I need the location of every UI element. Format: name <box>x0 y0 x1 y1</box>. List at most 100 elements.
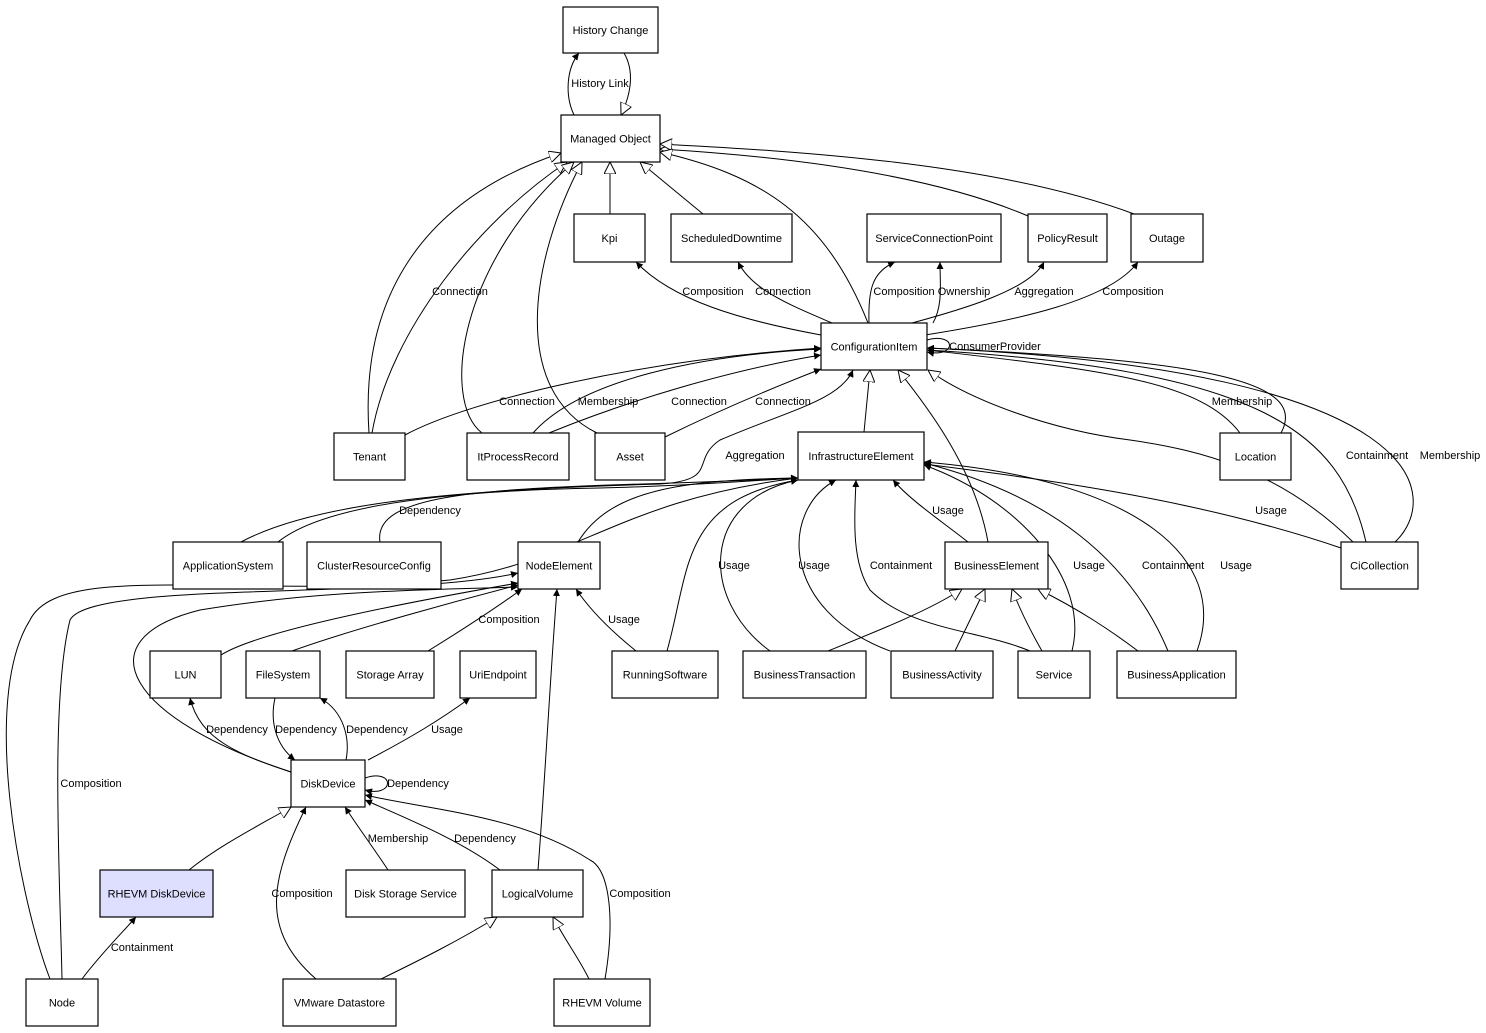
node-label: VMware Datastore <box>294 998 385 1010</box>
node-box[interactable] <box>553 978 651 1027</box>
node-box[interactable] <box>1340 541 1419 590</box>
node-box[interactable] <box>1130 213 1204 263</box>
node-tenant[interactable]: Tenant <box>333 432 406 481</box>
node-uri-endpoint[interactable]: UriEndpoint <box>459 650 537 699</box>
edge-label-cic-member: Membership <box>1420 450 1481 462</box>
edge-ba-ie <box>798 479 891 652</box>
node-box[interactable] <box>1017 650 1091 699</box>
node-outage[interactable]: Outage <box>1130 213 1204 263</box>
node-rhevm-disk-device[interactable]: RHEVM DiskDevice <box>99 869 214 918</box>
edge-itpr-ci-conn <box>548 352 822 434</box>
node-box[interactable] <box>944 541 1049 590</box>
node-logical-volume[interactable]: LogicalVolume <box>491 869 584 918</box>
node-vmware-datastore[interactable]: VMware Datastore <box>282 978 397 1027</box>
node-rhevm-volume[interactable]: RHEVM Volume <box>553 978 651 1027</box>
node-box[interactable] <box>290 759 366 808</box>
node-label: Disk Storage Service <box>354 889 457 901</box>
edge-bapp-be <box>1038 589 1139 652</box>
node-business-element[interactable]: BusinessElement <box>944 541 1049 590</box>
node-box[interactable] <box>742 650 867 699</box>
edge-ci-self <box>926 338 950 357</box>
node-node[interactable]: Node <box>25 978 99 1027</box>
node-file-system[interactable]: FileSystem <box>245 650 321 699</box>
node-box[interactable] <box>25 978 99 1027</box>
node-box[interactable] <box>466 432 570 481</box>
node-box[interactable] <box>1219 432 1292 481</box>
node-service-connection-point[interactable]: ServiceConnectionPoint <box>866 213 1002 263</box>
edge-appsys-ci <box>240 369 854 543</box>
node-label: LogicalVolume <box>502 889 574 901</box>
node-kpi[interactable]: Kpi <box>573 213 646 263</box>
edge-dd-ne <box>133 583 519 773</box>
node-business-application[interactable]: BusinessApplication <box>1116 650 1237 699</box>
node-scheduled-downtime[interactable]: ScheduledDowntime <box>670 213 793 263</box>
edge-svc-ie-contain <box>852 479 1031 652</box>
node-box[interactable] <box>820 322 928 371</box>
node-label: UriEndpoint <box>469 670 526 682</box>
node-disk-storage-service[interactable]: Disk Storage Service <box>345 869 466 918</box>
edge-sa-ne <box>427 588 523 652</box>
edge-outage-inherit <box>660 144 1135 215</box>
node-box[interactable] <box>560 114 661 163</box>
node-box[interactable] <box>1116 650 1237 699</box>
edge-label-vmw-dd: Composition <box>271 888 332 900</box>
node-ci-collection[interactable]: CiCollection <box>1340 541 1419 590</box>
edge-cic-ie <box>923 461 1342 549</box>
node-running-software[interactable]: RunningSoftware <box>611 650 719 699</box>
edge-label-ci-scp-comp: Composition <box>873 286 934 298</box>
node-label: ScheduledDowntime <box>681 233 782 245</box>
node-box[interactable] <box>562 6 659 54</box>
edge-label-svc-ie-usage: Usage <box>1073 560 1105 572</box>
node-business-activity[interactable]: BusinessActivity <box>890 650 994 699</box>
node-box[interactable] <box>670 213 793 263</box>
node-box[interactable] <box>245 650 321 699</box>
node-box[interactable] <box>459 650 537 699</box>
node-box[interactable] <box>1027 213 1108 263</box>
node-label: Managed Object <box>570 134 651 146</box>
node-box[interactable] <box>345 650 435 699</box>
node-box[interactable] <box>345 869 466 918</box>
node-history-change[interactable]: History Change <box>562 6 659 54</box>
node-application-system[interactable]: ApplicationSystem <box>172 541 284 590</box>
node-box[interactable] <box>172 541 284 590</box>
edge-location-ci <box>926 347 1241 434</box>
node-label: LUN <box>174 670 196 682</box>
node-box[interactable] <box>99 869 214 918</box>
node-box[interactable] <box>890 650 994 699</box>
node-box[interactable] <box>866 213 1002 263</box>
node-box[interactable] <box>333 432 406 481</box>
edge-dss-dd <box>344 806 389 871</box>
node-box[interactable] <box>282 978 397 1027</box>
node-box[interactable] <box>306 541 442 590</box>
node-location[interactable]: Location <box>1219 432 1292 481</box>
edge-ci-scp-comp <box>868 261 896 324</box>
node-box[interactable] <box>797 431 925 481</box>
node-storage-array[interactable]: Storage Array <box>345 650 435 699</box>
node-box[interactable] <box>573 213 646 263</box>
edge-bapp-ie-contain <box>923 461 1169 652</box>
node-label: RHEVM DiskDevice <box>108 889 206 901</box>
edge-label-bapp-ie-contain: Containment <box>1142 560 1204 572</box>
node-box[interactable] <box>517 541 601 590</box>
node-box[interactable] <box>594 432 666 481</box>
node-infrastructure-element[interactable]: InfrastructureElement <box>797 431 925 481</box>
edge-label-ba-ie: Usage <box>798 560 830 572</box>
node-managed-object[interactable]: Managed Object <box>560 114 661 163</box>
node-node-element[interactable]: NodeElement <box>517 541 601 590</box>
node-label: Storage Array <box>356 670 424 682</box>
node-box[interactable] <box>491 869 584 918</box>
node-cluster-resource-config[interactable]: ClusterResourceConfig <box>306 541 442 590</box>
node-asset[interactable]: Asset <box>594 432 666 481</box>
node-policy-result[interactable]: PolicyResult <box>1027 213 1108 263</box>
node-lun[interactable]: LUN <box>149 650 222 699</box>
node-service[interactable]: Service <box>1017 650 1091 699</box>
node-box[interactable] <box>611 650 719 699</box>
node-business-transaction[interactable]: BusinessTransaction <box>742 650 867 699</box>
node-configuration-item[interactable]: ConfigurationItem <box>820 322 928 371</box>
edge-label-bapp-ie-usage: Usage <box>1220 560 1252 572</box>
edge-rs-ie <box>666 477 799 652</box>
node-it-process-record[interactable]: ItProcessRecord <box>466 432 570 481</box>
node-disk-device[interactable]: DiskDevice <box>290 759 366 808</box>
node-box[interactable] <box>149 650 222 699</box>
